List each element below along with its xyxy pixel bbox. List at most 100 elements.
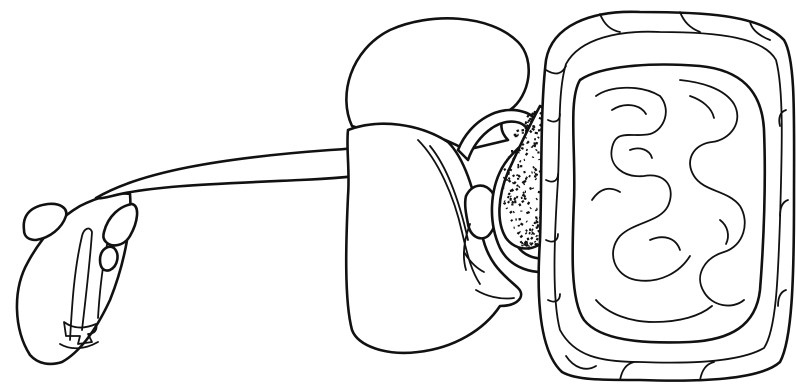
- stipple-dot: [507, 159, 508, 160]
- stipple-dot: [526, 233, 527, 234]
- stipple-dot: [531, 237, 533, 239]
- stipple-dot: [504, 201, 505, 202]
- stipple-dot: [537, 238, 538, 240]
- stipple-dot: [519, 149, 521, 151]
- stipple-dot: [508, 201, 510, 202]
- stipple-dot: [529, 245, 530, 246]
- stipple-dot: [536, 220, 537, 221]
- stipple-dot: [515, 152, 516, 153]
- stipple-dot: [535, 174, 538, 175]
- stipple-dot: [526, 128, 528, 129]
- stipple-dot: [518, 152, 519, 153]
- stipple-dot: [536, 210, 537, 211]
- stipple-dot: [526, 212, 529, 213]
- stipple-dot: [514, 198, 515, 200]
- stipple-dot: [535, 179, 536, 180]
- stipple-dot: [536, 236, 537, 237]
- stipple-dot: [523, 144, 524, 145]
- stipple-dot: [516, 188, 518, 190]
- stipple-dot: [532, 232, 533, 233]
- stipple-dot: [530, 131, 532, 133]
- stipple-dot: [527, 244, 528, 245]
- stipple-dot: [535, 241, 536, 242]
- stipple-dot: [510, 169, 511, 171]
- stipple-dot: [520, 161, 521, 162]
- stipple-dot: [504, 178, 505, 179]
- stipple-dot: [522, 181, 524, 183]
- stipple-dot: [536, 199, 537, 200]
- stipple-dot: [527, 115, 528, 117]
- stipple-dot: [536, 150, 537, 151]
- stipple-dot: [537, 226, 538, 228]
- stipple-dot: [511, 164, 513, 165]
- stipple-dot: [534, 176, 536, 177]
- stipple-dot: [510, 196, 511, 197]
- stipple-dot: [516, 197, 518, 198]
- stipple-dot: [528, 238, 529, 241]
- stipple-dot: [532, 128, 535, 130]
- stipple-dot: [514, 182, 516, 184]
- stipple-dot: [531, 244, 532, 246]
- stipple-dot: [523, 192, 524, 193]
- stipple-dot: [512, 202, 514, 203]
- stipple-dot: [521, 224, 524, 225]
- stipple-dot: [519, 186, 520, 187]
- stipple-dot: [508, 178, 510, 179]
- stipple-dot: [509, 193, 510, 195]
- stipple-dot: [533, 233, 534, 234]
- stipple-dot: [526, 150, 527, 151]
- stipple-dot: [526, 230, 527, 231]
- stipple-dot: [508, 196, 509, 197]
- stipple-dot: [524, 198, 527, 199]
- stipple-dot: [508, 172, 509, 175]
- stipple-dot: [522, 201, 524, 203]
- stipple-dot: [519, 204, 520, 206]
- stipple-dot: [521, 148, 523, 149]
- stipple-dot: [513, 158, 515, 159]
- stipple-dot: [519, 232, 520, 233]
- stipple-dot: [522, 245, 523, 246]
- stipple-dot: [524, 172, 526, 173]
- stipple-dot: [526, 153, 528, 155]
- stipple-dot: [526, 131, 528, 132]
- stipple-dot: [534, 172, 535, 173]
- stipple-dot: [532, 229, 533, 230]
- stipple-dot: [508, 157, 509, 158]
- stipple-dot: [504, 203, 505, 205]
- stipple-dot: [538, 192, 540, 193]
- stipple-dot: [524, 196, 526, 197]
- stipple-dot: [536, 244, 537, 245]
- stipple-dot: [513, 212, 514, 213]
- stipple-dot: [520, 236, 522, 238]
- stipple-dot: [503, 187, 504, 189]
- stipple-dot: [532, 146, 533, 147]
- stipple-dot: [504, 169, 506, 170]
- stipple-dot: [532, 126, 534, 127]
- stipple-dot: [511, 220, 512, 222]
- stipple-dot: [518, 175, 520, 177]
- stipple-dot: [533, 167, 535, 168]
- stipple-dot: [530, 187, 531, 189]
- stipple-dot: [538, 137, 539, 138]
- stipple-dot: [527, 142, 528, 143]
- stipple-dot: [510, 211, 512, 213]
- stipple-dot: [528, 202, 530, 204]
- stipple-dot: [530, 208, 531, 209]
- stipple-dot: [534, 116, 535, 118]
- stipple-dot: [513, 175, 514, 177]
- small-intestine: [573, 65, 765, 343]
- stipple-dot: [526, 221, 527, 222]
- stipple-dot: [517, 130, 519, 131]
- stipple-dot: [530, 229, 531, 232]
- stipple-dot: [507, 208, 508, 209]
- stipple-dot: [531, 121, 532, 122]
- stipple-dot: [528, 247, 529, 250]
- stipple-dot: [510, 190, 512, 191]
- stipple-dot: [521, 243, 523, 244]
- stipple-dot: [529, 176, 531, 177]
- stipple-dot: [522, 130, 525, 131]
- stipple-dot: [526, 125, 528, 126]
- stipple-dot: [519, 219, 521, 220]
- stipple-dot: [517, 185, 518, 186]
